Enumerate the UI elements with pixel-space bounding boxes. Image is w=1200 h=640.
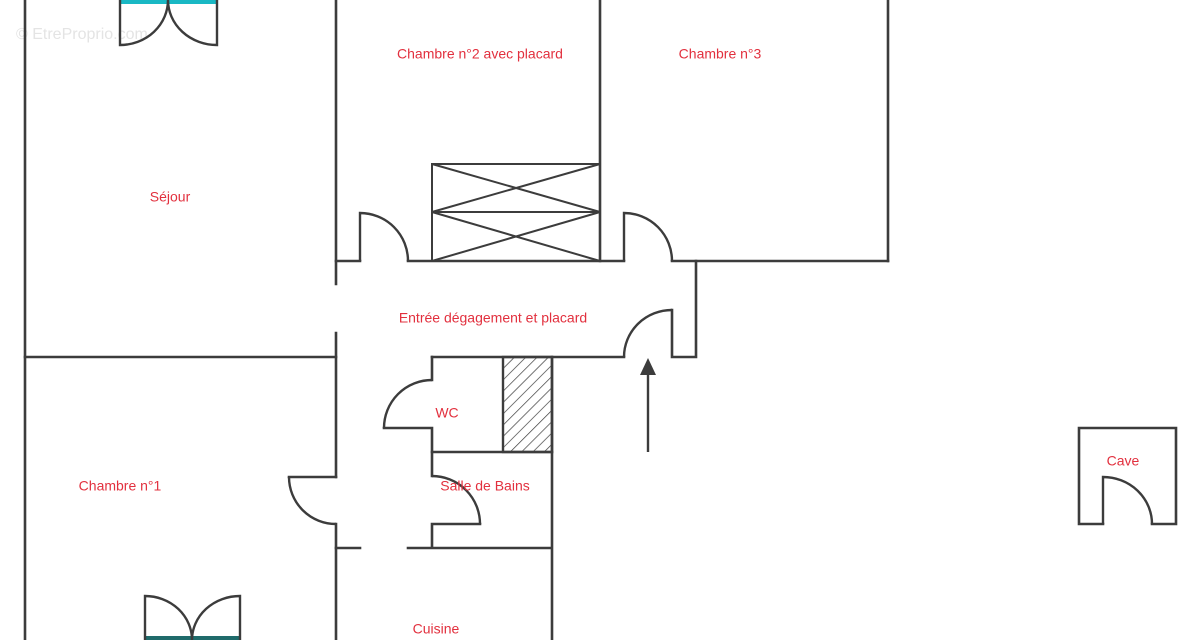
room-label-wc: WC xyxy=(435,405,458,421)
room-label-chambre-1: Chambre n°1 xyxy=(79,478,162,494)
wc-walls xyxy=(382,355,554,454)
chambre1-walls xyxy=(287,475,362,550)
room-label-salle-de-bains: Salle de Bains xyxy=(440,478,530,494)
door-cave-icon xyxy=(1101,475,1154,525)
door-chambre3-icon xyxy=(622,211,674,262)
bathroom-walls xyxy=(406,355,554,640)
arrow-up-icon xyxy=(640,358,656,452)
room-label-chambre-2: Chambre n°2 avec placard xyxy=(397,46,563,62)
door-entrance-icon xyxy=(622,308,673,358)
door-bathroom-icon xyxy=(431,474,482,525)
closet-cross-icon xyxy=(431,163,601,262)
corridor-right-wall xyxy=(670,259,698,359)
hatched-duct-icon xyxy=(501,355,554,454)
door-chambre2-icon xyxy=(358,211,410,262)
room-label-entree: Entrée dégagement et placard xyxy=(399,310,587,326)
room-label-chambre-3: Chambre n°3 xyxy=(679,46,762,62)
cave-outline xyxy=(1077,426,1178,526)
doors xyxy=(287,211,674,526)
watermark: © EtreProprio.com xyxy=(16,26,148,43)
room-label-cave: Cave xyxy=(1107,453,1140,469)
room-label-cuisine: Cuisine xyxy=(413,621,460,637)
door-chambre1-icon xyxy=(287,476,337,526)
window-bottom-icon xyxy=(143,594,242,640)
window-top-icon xyxy=(118,0,219,47)
door-wc-icon xyxy=(382,378,433,429)
room-label-sejour: Séjour xyxy=(150,189,191,205)
walls xyxy=(23,0,890,640)
